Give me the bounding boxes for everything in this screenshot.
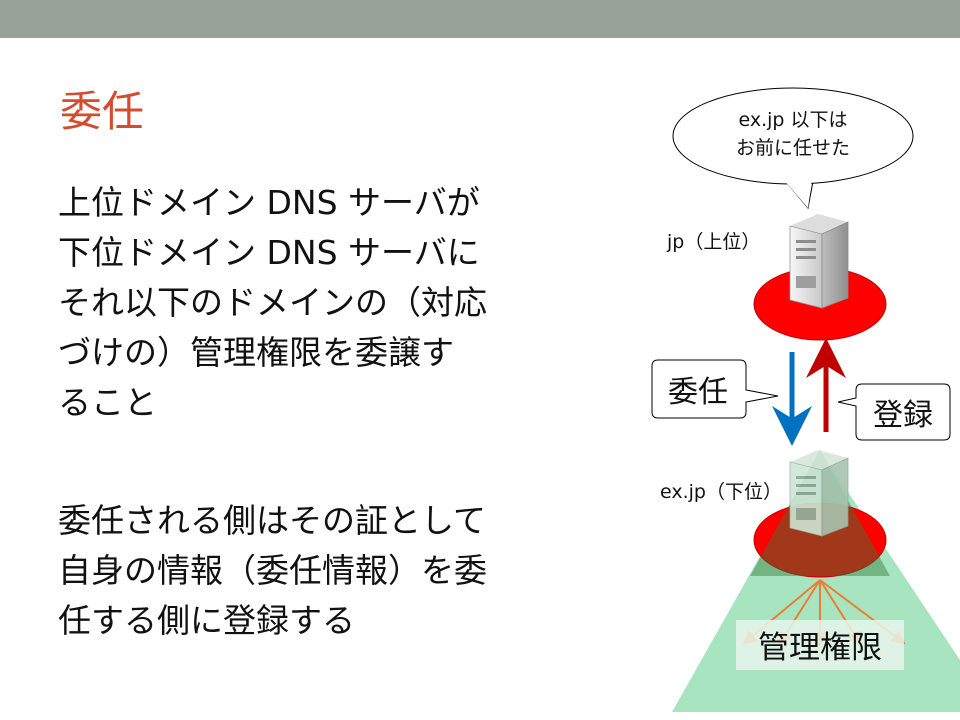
top-bar xyxy=(0,0,960,38)
text-line: ること xyxy=(58,383,157,422)
upper-server-icon xyxy=(789,214,849,309)
text-line: 下位ドメイン DNS サーバに xyxy=(58,233,480,272)
text-line: それ以下のドメインの（対応 xyxy=(58,283,487,322)
text-line: 任する側に登録する xyxy=(58,601,355,640)
text-line: 委任される側はその証として xyxy=(58,501,487,540)
register-label: 登録 xyxy=(873,398,933,433)
authority-label-box xyxy=(736,620,904,670)
paragraph-delegation-info: 委任される側はその証として 自身の情報（委任情報）を委 任する側に登録する xyxy=(58,496,487,646)
lower-server-icon xyxy=(789,450,849,537)
text-line: づけの）管理権限を委譲す xyxy=(58,333,454,372)
speech-bubble xyxy=(672,87,914,210)
delegate-label: 委任 xyxy=(668,375,728,410)
text-line: 自身の情報（委任情報）を委 xyxy=(58,551,487,590)
register-callout xyxy=(837,383,951,441)
speech-bubble-line-2: お前に任せた xyxy=(736,137,850,159)
authority-label: 管理権限 xyxy=(758,630,882,666)
lower-server-label: ex.jp（下位） xyxy=(660,481,782,503)
text-line: 上位ドメイン DNS サーバが xyxy=(58,183,480,222)
upper-server-label: jp（上位） xyxy=(666,231,760,253)
paragraph-delegation-definition: 上位ドメイン DNS サーバが 下位ドメイン DNS サーバに それ以下のドメイ… xyxy=(58,178,487,428)
delegate-callout xyxy=(651,359,779,419)
slide-title: 委任 xyxy=(60,87,145,136)
speech-bubble-line-1: ex.jp 以下は xyxy=(738,109,847,131)
